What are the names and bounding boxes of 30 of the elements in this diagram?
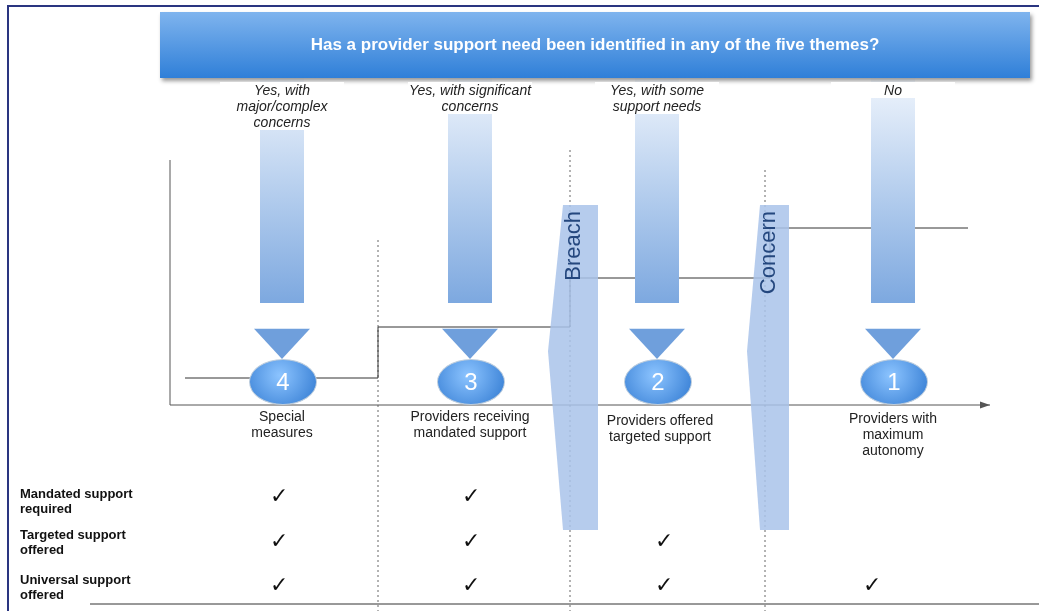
row-heading: Targeted support offered — [20, 527, 127, 557]
stage-number: 4 — [276, 368, 290, 396]
row-heading: Mandated support required — [20, 486, 134, 516]
row-heading: Universal support offered — [20, 572, 132, 602]
stage-number: 2 — [651, 368, 665, 396]
check-mark: ✓ — [462, 572, 480, 598]
down-arrow — [865, 78, 921, 359]
chevron-band — [548, 205, 598, 530]
edge-label: Yes, with significant concerns — [408, 82, 532, 114]
check-mark: ✓ — [270, 528, 288, 554]
stage-caption: Providers offered targeted support — [605, 412, 715, 444]
check-mark: ✓ — [462, 483, 480, 509]
check-mark: ✓ — [863, 572, 881, 598]
question-banner: Has a provider support need been identified in any of the five themes? — [160, 12, 1030, 78]
chevron-band — [747, 205, 789, 530]
check-mark: ✓ — [270, 572, 288, 598]
band-label: Concern — [755, 211, 781, 295]
stage-number: 3 — [464, 368, 478, 396]
stage-caption: Special measures — [250, 408, 314, 440]
check-mark: ✓ — [462, 528, 480, 554]
down-arrow — [629, 78, 685, 359]
stage-number: 1 — [887, 368, 901, 396]
stage-caption: Providers with maximum autonomy — [848, 410, 938, 458]
check-mark: ✓ — [270, 483, 288, 509]
down-arrow — [442, 78, 498, 359]
band-label: Breach — [560, 211, 586, 281]
check-mark: ✓ — [655, 528, 673, 554]
stage-caption: Providers receiving mandated support — [409, 408, 531, 440]
check-mark: ✓ — [655, 572, 673, 598]
down-arrow — [254, 78, 310, 359]
